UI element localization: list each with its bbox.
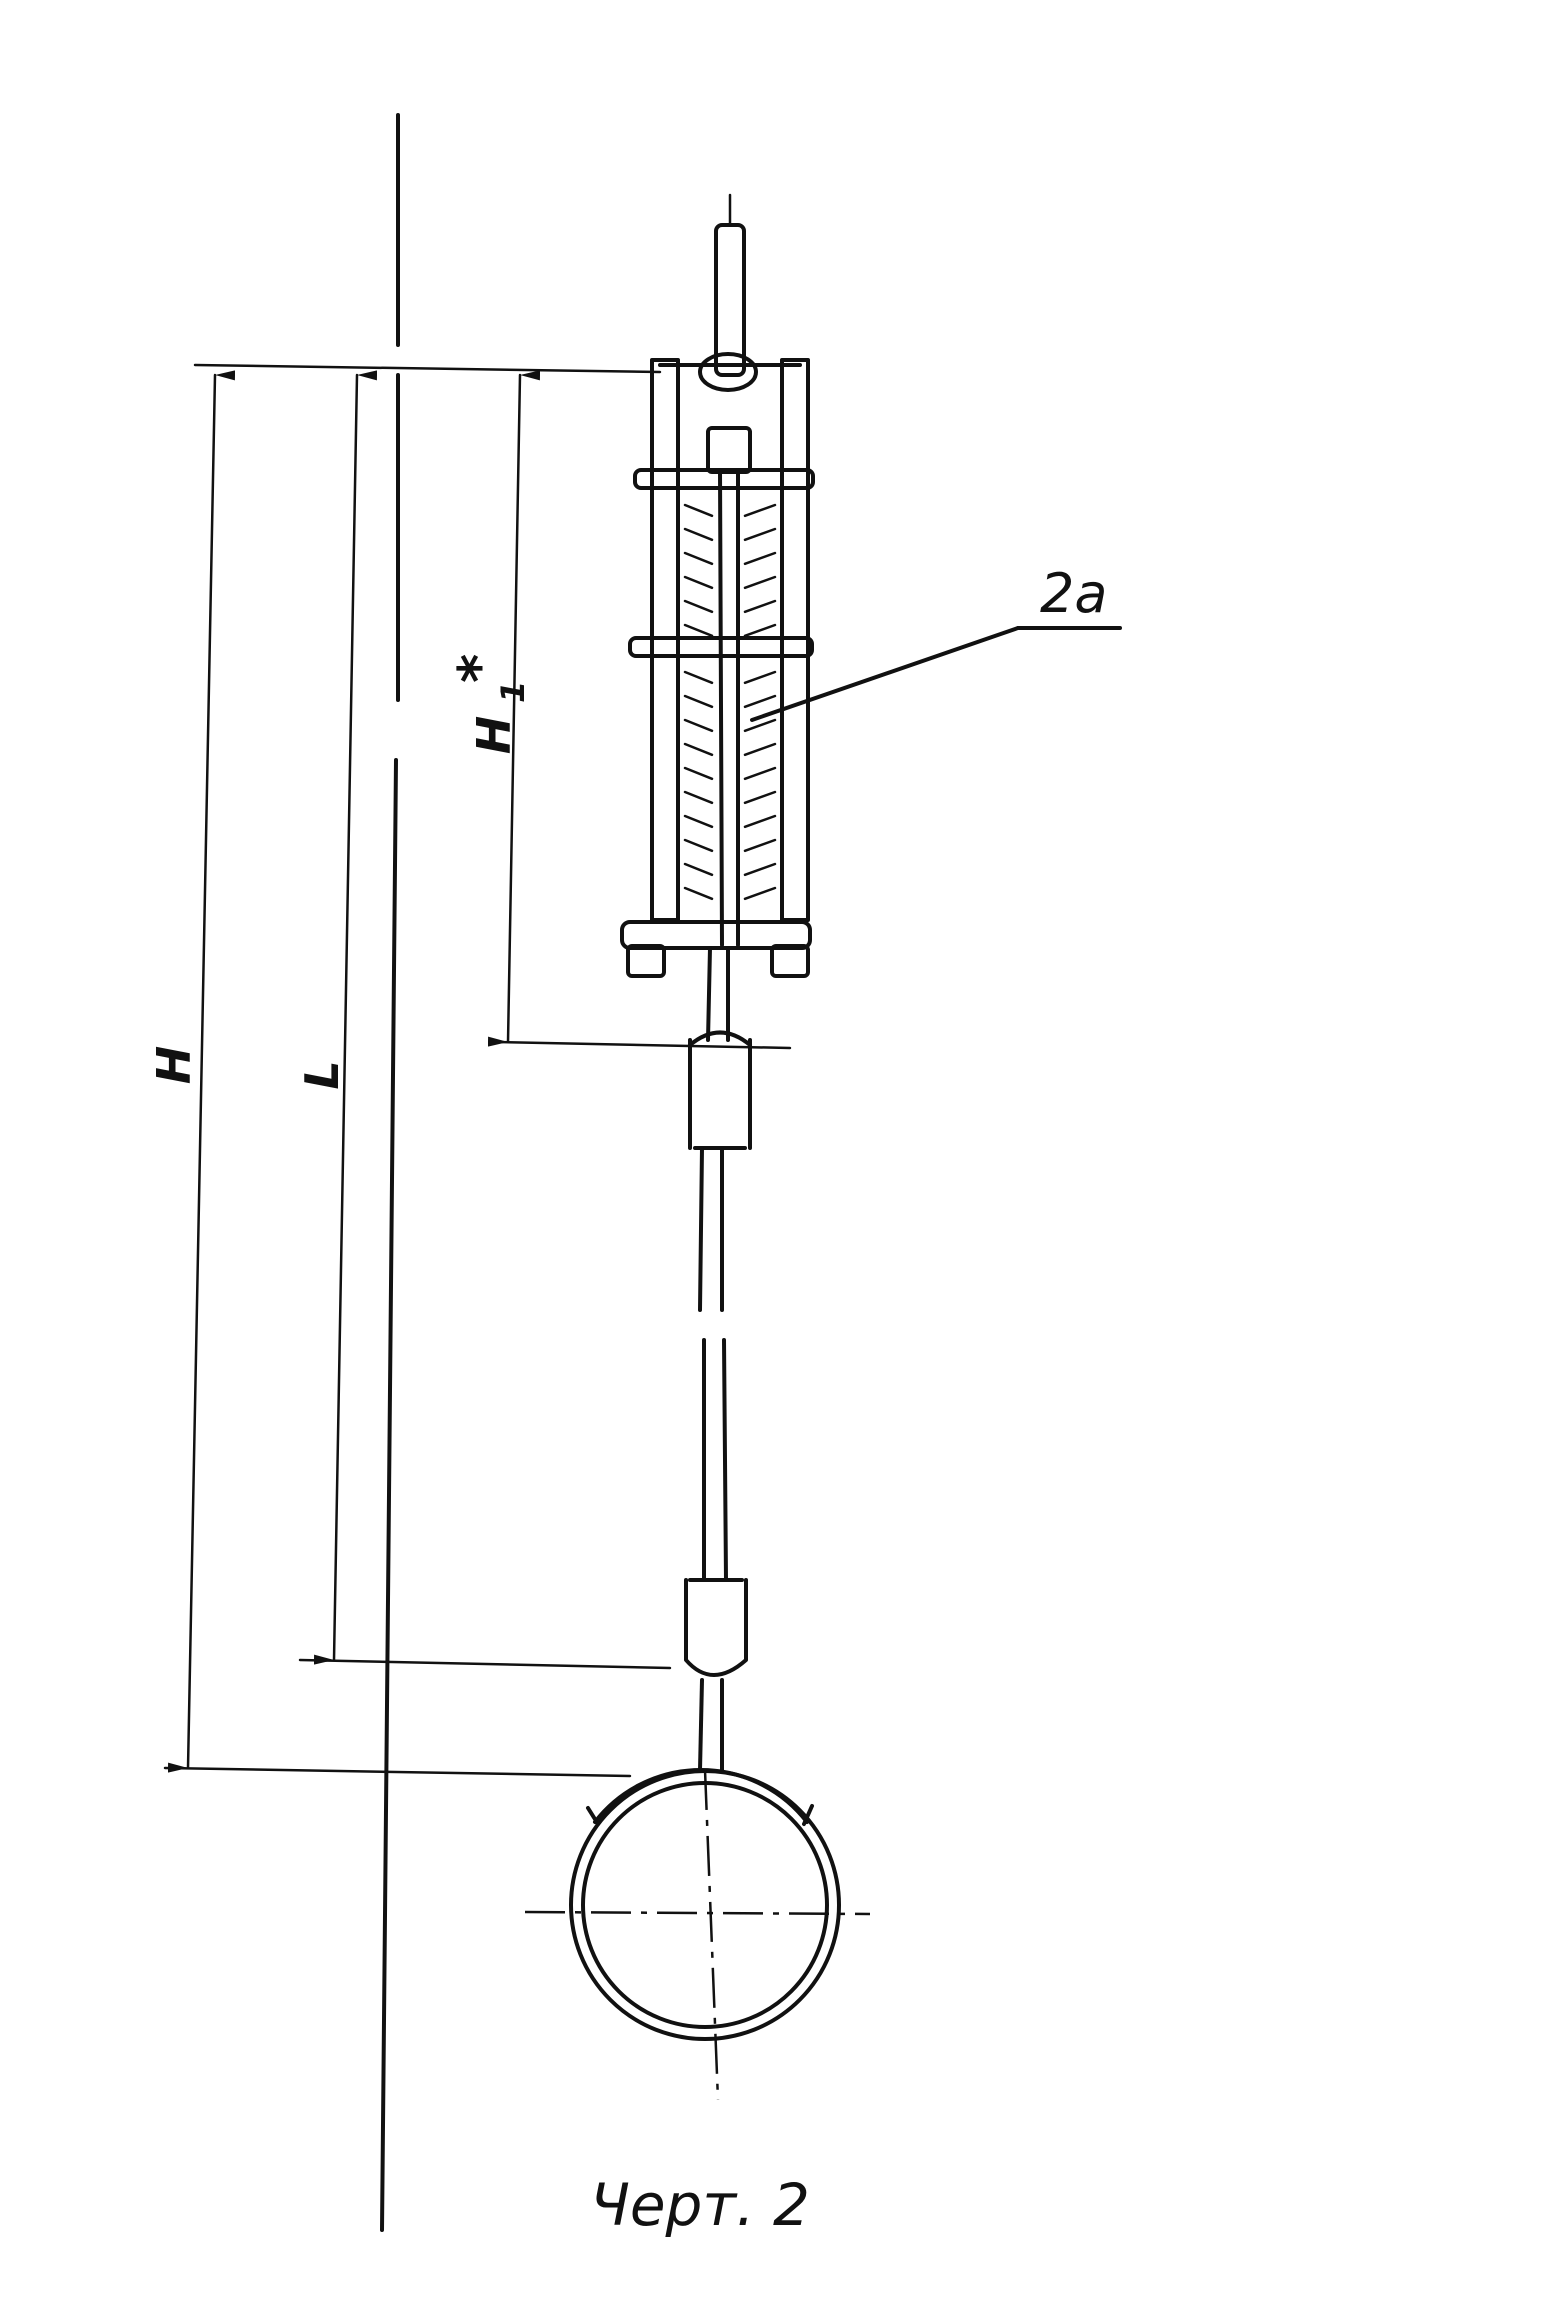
dimension-H1-subscript: 1 [494, 681, 532, 703]
spring-coil [683, 551, 777, 566]
dimension-H1-label: H 1 * [447, 654, 532, 755]
spring-coil [683, 718, 777, 733]
spring-coil [683, 886, 777, 901]
dimension-L-label: L [295, 1060, 349, 1089]
pipe-with-clamp [524, 1767, 871, 2101]
spring-coils [683, 503, 777, 901]
spring-coil [683, 575, 777, 590]
dimension-L [298, 370, 672, 1670]
spring-coil [683, 814, 777, 829]
spring-coil [683, 766, 777, 781]
dimension-H-label: H [147, 1046, 201, 1085]
spring-block [620, 358, 815, 978]
spring-coil [683, 862, 777, 877]
spring-coil [683, 623, 777, 638]
spring-coil [683, 503, 777, 518]
dimension-H1-asterisk: * [447, 654, 512, 683]
spring-coil [683, 670, 777, 685]
top-rod [698, 193, 758, 392]
dimension-H1 [487, 370, 792, 1050]
spring-coil [683, 694, 777, 709]
figure-caption: Черт. 2 [590, 2171, 810, 2239]
spring-coil [683, 599, 777, 614]
spring-coil [683, 838, 777, 853]
dimension-H1-letter: H [467, 716, 521, 755]
reference-wall-line [380, 113, 400, 2232]
dimension-H [163, 363, 662, 1778]
spring-coil [683, 527, 777, 542]
callout-2a: 2а [750, 562, 1122, 722]
spring-coil [683, 742, 777, 757]
lower-rod-assembly [684, 946, 752, 1772]
spring-coil [683, 790, 777, 805]
callout-2a-label: 2а [1040, 562, 1107, 625]
